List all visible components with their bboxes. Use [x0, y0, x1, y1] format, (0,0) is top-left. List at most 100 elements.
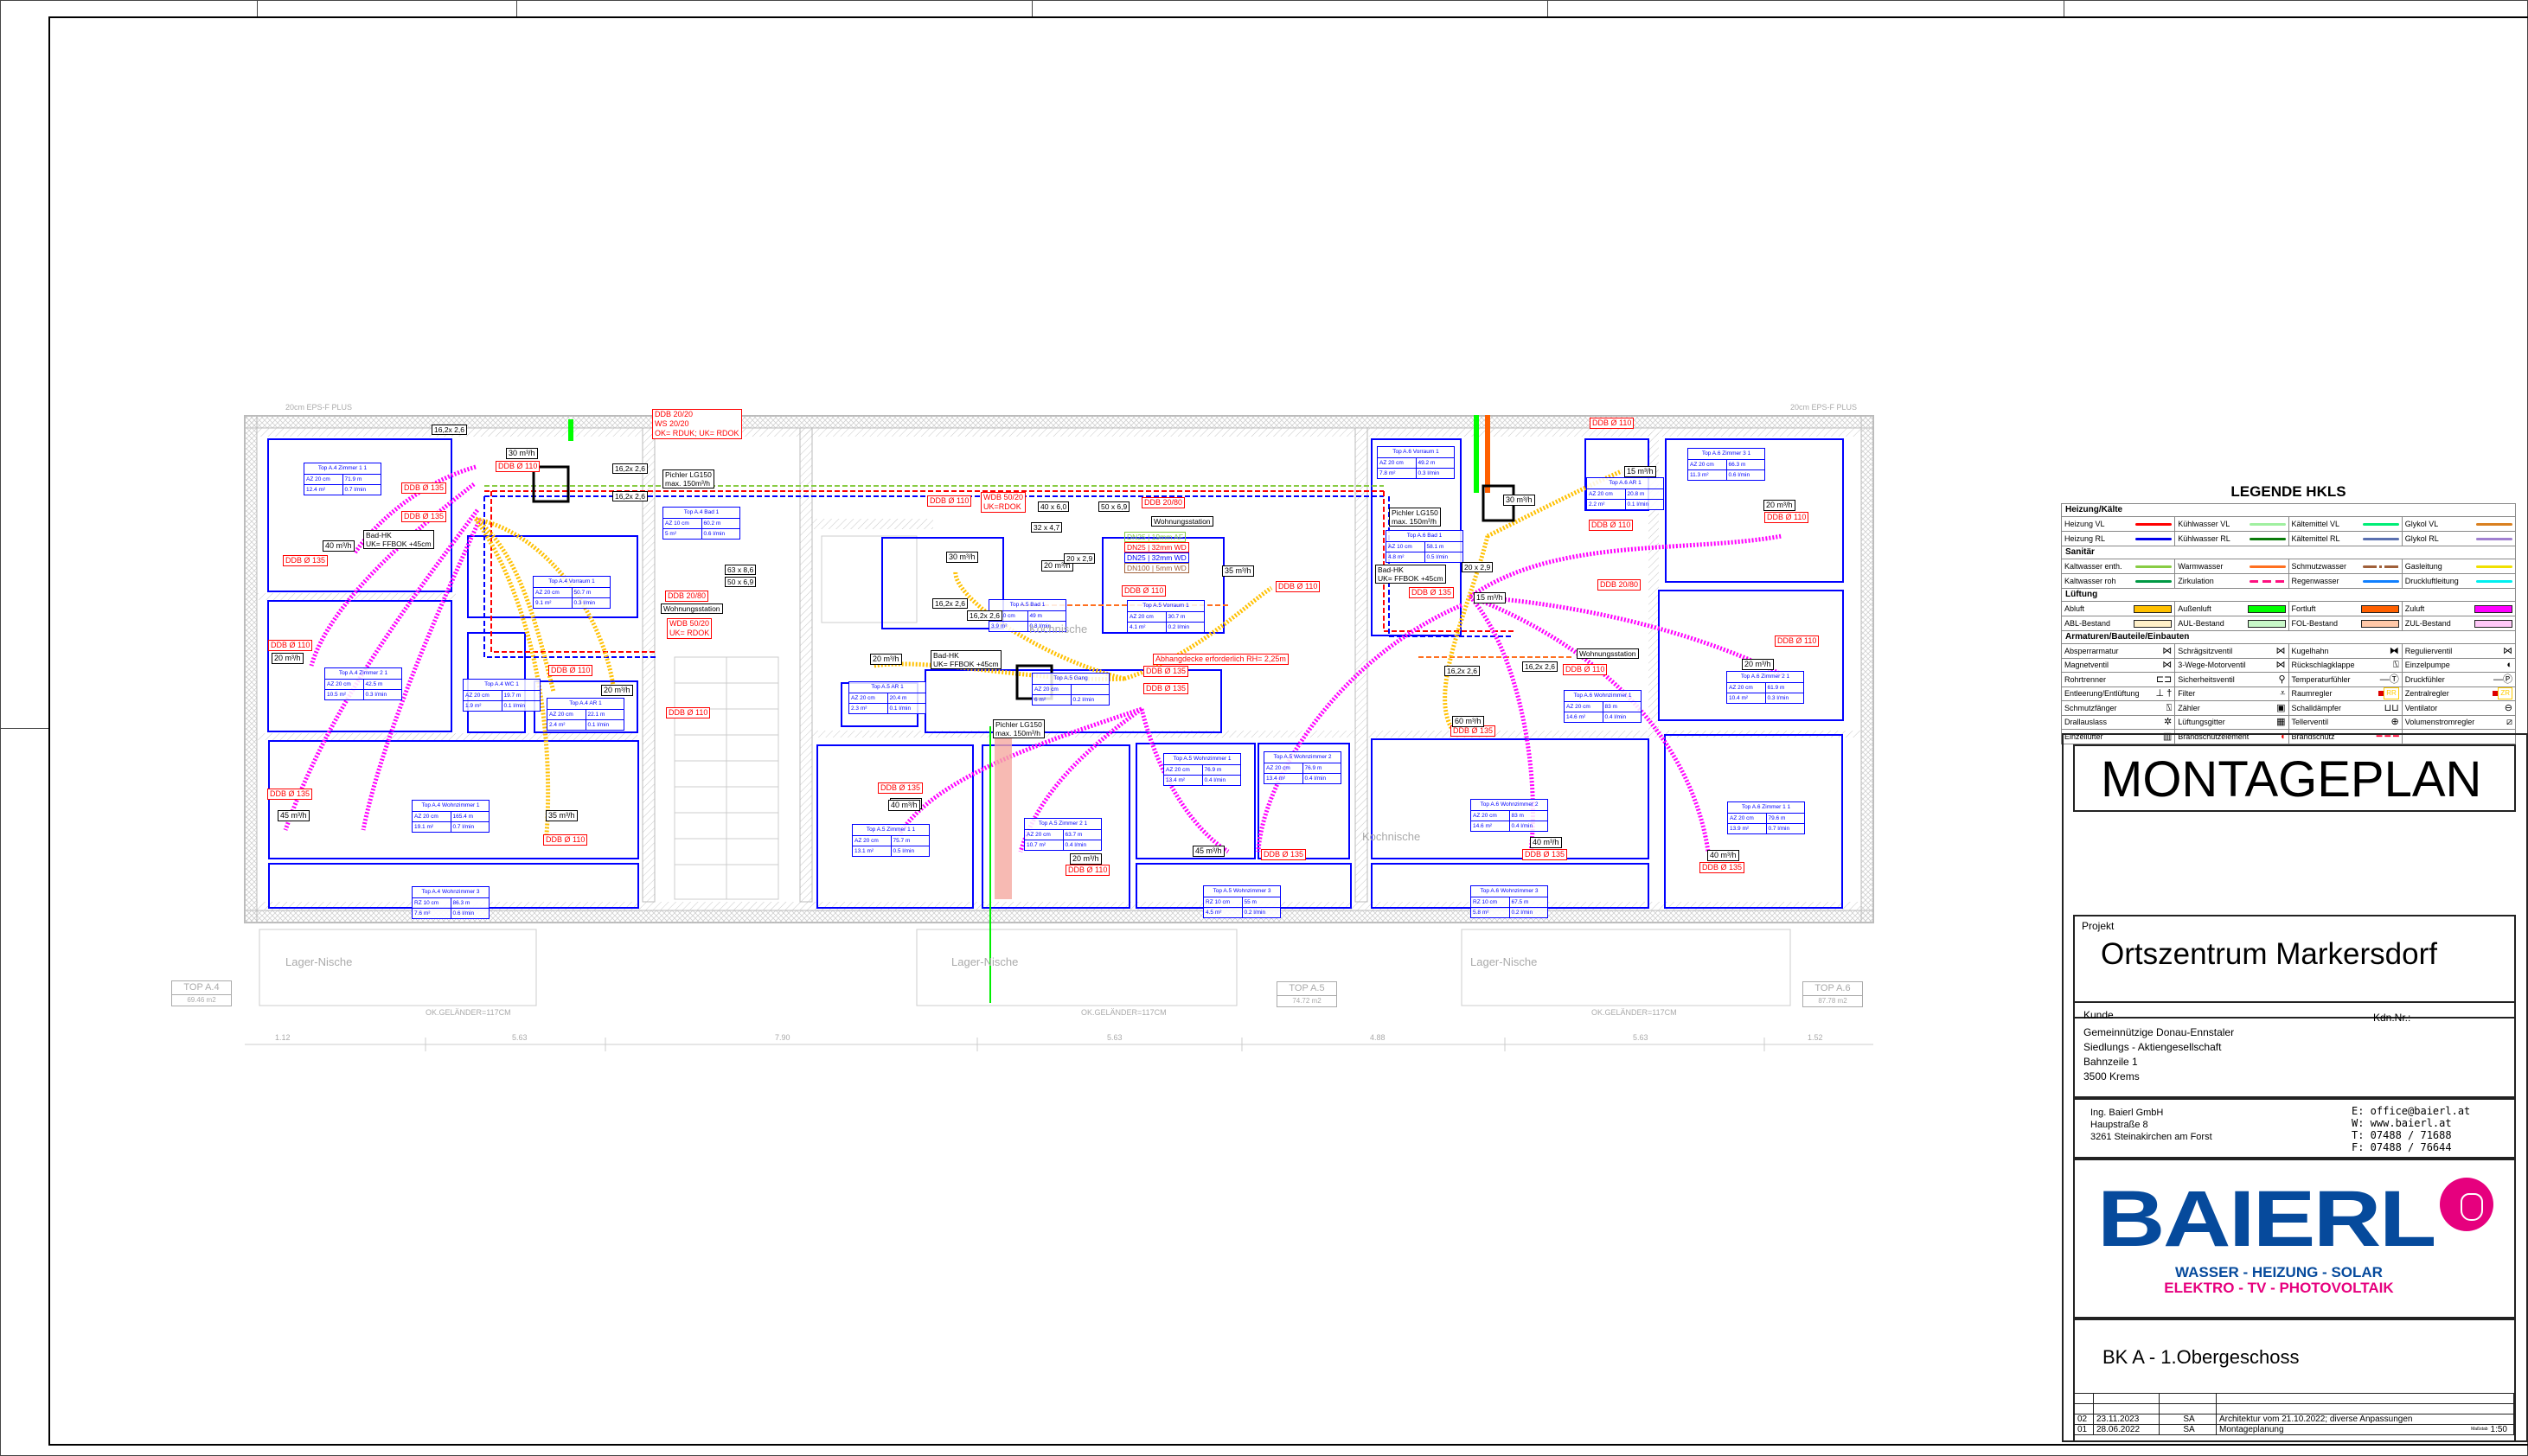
equipment-label: 40 x 6,0 [1038, 501, 1070, 512]
room-len: 79.6 m [1768, 815, 1786, 821]
drallauslass-icon: ✲ [2164, 717, 2173, 728]
room-name: Top A.5 Wohnzimmer 1 [1164, 754, 1240, 765]
room-flow: 0.6 l/min [703, 531, 726, 537]
room-len: 60.2 m [703, 520, 721, 527]
equipment-label: Pichler LG150 max. 150m³/h [993, 719, 1045, 738]
airflow-label: 20 m³/h [1070, 853, 1102, 865]
room-len: 22.1 m [587, 712, 605, 718]
revision-row-empty [2075, 1393, 2514, 1403]
rückschlagklappe-icon: ⍂ [2393, 660, 2399, 671]
legend-item-label: Ventilator [2404, 703, 2438, 712]
legend-title: LEGENDE HKLS [2230, 483, 2346, 500]
room-az: AZ 20 cm [534, 588, 573, 597]
apartment-name: TOP A.6 [1803, 982, 1862, 996]
airflow-label: 45 m³/h [278, 810, 310, 821]
legend-item: Druckluftleitung [2403, 574, 2515, 588]
equipment-label: 16,2x 2,6 [932, 598, 968, 609]
legend-item-label: Glykol RL [2404, 534, 2439, 543]
legend-item: Kältemittel VL [2289, 517, 2403, 531]
ddb-label: DDB Ø 110 [1590, 418, 1635, 429]
revision-by: SA [2160, 1425, 2217, 1434]
room-area: 2.4 m² [547, 720, 586, 730]
airflow-label: 20 m³/h [601, 685, 633, 696]
legend-item: Abluft [2062, 602, 2176, 616]
doc-type: MONTAGEPLAN [2101, 751, 2482, 808]
room-flow: 0.1 l/min [889, 706, 912, 712]
equipment-label: Bad-HK UK= FFBOK +45cm [1375, 565, 1446, 584]
ddb-label: WDB 50/20 UK= RDOK [667, 618, 713, 639]
room-len: 20.8 m [1627, 491, 1645, 497]
ddb-label: DDB Ø 110 [1066, 865, 1110, 876]
legend-item: Warmwasser [2175, 559, 2289, 573]
airflow-label: 30 m³/h [506, 448, 538, 459]
equipment-label: DN25 | 32mm WD [1124, 552, 1189, 563]
room-az: RZ 10 cm [1471, 897, 1510, 907]
airflow-label: 40 m³/h [1707, 850, 1739, 861]
legend-item-label: Volumenstromregler [2404, 718, 2475, 727]
room-area: 19.1 m² [413, 822, 451, 832]
contact-web: W: www.baierl.at [2352, 1117, 2452, 1129]
airflow-label: 40 m³/h [323, 540, 355, 552]
room-az: AZ 20 cm [853, 836, 892, 846]
drawing-title: BK A - 1.Obergeschoss [2102, 1346, 2300, 1368]
room-area: 5 m² [663, 529, 702, 539]
room-az: AZ 20 cm [849, 693, 888, 703]
airflow-label: 30 m³/h [1503, 495, 1535, 506]
legend-item-label: Drallauslass [2064, 718, 2108, 727]
room-flow: 0.3 l/min [573, 600, 596, 606]
room-len: 83 m [1604, 704, 1617, 710]
legend-item: Absperrarmatur⋈ [2062, 644, 2176, 658]
legend-item: Regulierventil⋈ [2403, 644, 2515, 658]
legend-item-label: Druckluftleitung [2404, 577, 2459, 585]
legend-item: Druckfühler—Ⓟ [2403, 673, 2515, 686]
room-area: 10.5 m² [325, 690, 364, 699]
room-name: Top A.4 Wohnzimmer 3 [413, 887, 489, 898]
room-flow: 0.4 l/min [1204, 777, 1226, 783]
ddb-label: DDB Ø 135 [283, 555, 329, 566]
legend-item-label: Tellerventil [2291, 718, 2329, 727]
legend-item-label: Kaltwasser roh [2064, 577, 2116, 585]
room-flow: 0.4 l/min [1604, 714, 1627, 720]
equipment-label: 32 x 4,7 [1031, 522, 1063, 533]
equipment-label: 20 x 2,9 [1462, 562, 1494, 572]
drawing-title-box: BK A - 1.Obergeschoss [2073, 1319, 2516, 1442]
3-wege-motorventil-icon: ⋈ [2275, 660, 2286, 671]
equipment-label: 16,2x 2,6 [612, 491, 648, 501]
legend-item: Lüftungsgitter▦ [2175, 715, 2289, 729]
legend-item-label: Schmutzwasser [2291, 562, 2347, 571]
scale-label: Maßstab [2471, 1427, 2488, 1432]
revision-date: 23.11.2023 [2094, 1414, 2160, 1424]
airflow-label: 40 m³/h [1530, 837, 1562, 848]
ddb-label: DDB Ø 110 [927, 495, 972, 507]
legend-row: Schmutzfänger⍂Zähler▣Schalldämpfer⊔⊔Vent… [2061, 700, 2516, 715]
staircase [674, 535, 918, 900]
room-name: Top A.5 Gang [1033, 674, 1109, 685]
ddb-label: DDB 20/20 WS 20/20 OK= RDUK; UK= RDOK [652, 409, 742, 439]
room-len: 63.7 m [1065, 832, 1083, 838]
legend-item-label: Außenluft [2178, 604, 2211, 613]
airflow-label: 20 m³/h [1763, 500, 1795, 511]
legend-row: Magnetventil⋈3-Wege-Motorventil⋈Rückschl… [2061, 657, 2516, 672]
legend-item: Zirkulation [2175, 574, 2289, 588]
dimension-value: 5.63 [1107, 1033, 1123, 1042]
